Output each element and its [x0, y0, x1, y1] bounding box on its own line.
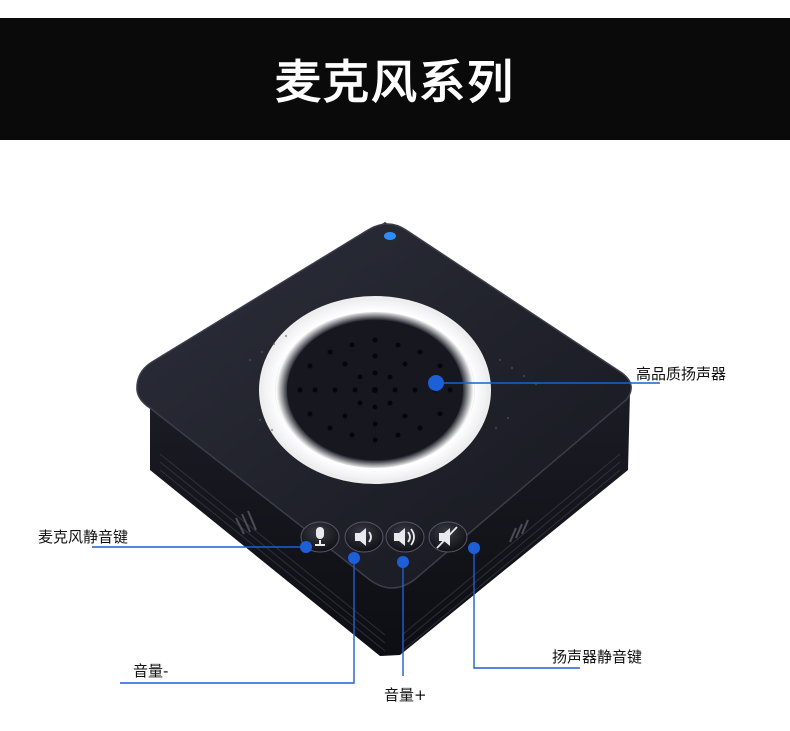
- title-banner: 麦克风系列: [0, 18, 790, 140]
- mic-mute-button[interactable]: [300, 521, 340, 553]
- speaker-grille: [259, 296, 491, 484]
- callout-dots: [300, 375, 480, 568]
- label-volume-down: 音量-: [133, 662, 169, 680]
- label-mic-mute: 麦克风静音键: [38, 528, 129, 546]
- mic-icon: [315, 527, 325, 546]
- speaker-low-icon: [355, 528, 372, 546]
- indicator-light: [384, 232, 396, 240]
- banner-title: 麦克风系列: [275, 55, 515, 109]
- volume-up-button[interactable]: [385, 521, 425, 553]
- label-volume-up: 音量+: [384, 686, 427, 704]
- speaker-mute-button[interactable]: [428, 521, 468, 553]
- speaker-muted-icon: [436, 526, 458, 549]
- speaker-high-icon: [394, 528, 415, 546]
- label-speaker-mute: 扬声器静音键: [552, 648, 643, 666]
- volume-down-button[interactable]: [344, 521, 384, 553]
- callout-lines: [92, 382, 660, 684]
- label-speaker: 高品质扬声器: [636, 365, 727, 383]
